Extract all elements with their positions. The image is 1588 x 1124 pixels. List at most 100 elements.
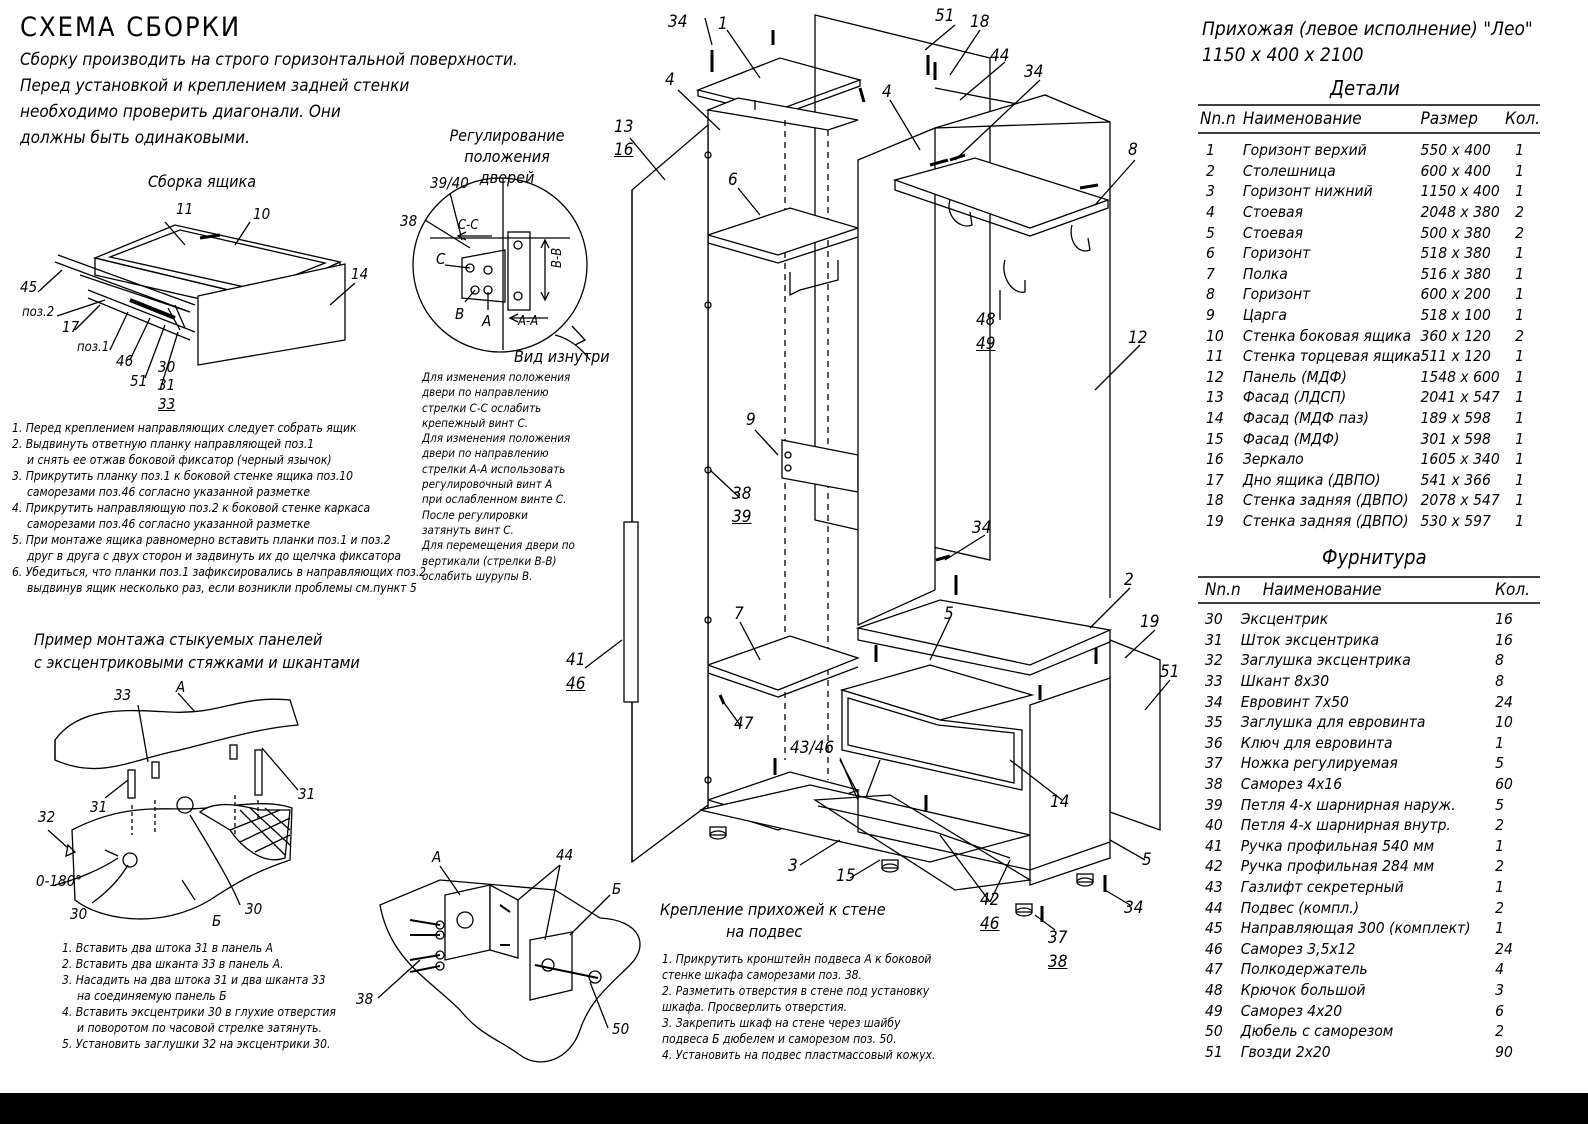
row-number-cell: 37 bbox=[1205, 754, 1223, 773]
row-number-cell: 36 bbox=[1205, 733, 1223, 752]
row-number-cell: 39 bbox=[1205, 795, 1223, 814]
row-name-cell: Дно ящика (ДВПО) bbox=[1242, 470, 1381, 489]
door-adjustment-title: Регулирование положения дверей bbox=[449, 126, 565, 187]
instruction-line: 4. Установить на подвес пластмассовый ко… bbox=[662, 1048, 936, 1062]
part-label-51: 51 bbox=[1160, 662, 1180, 682]
row-number-cell: 16 bbox=[1206, 450, 1224, 469]
part-label-6: 6 bbox=[728, 170, 738, 190]
row-qty-cell: 5 bbox=[1495, 795, 1505, 814]
label-32: 32 bbox=[38, 808, 56, 826]
part-label-3: 3 bbox=[788, 856, 798, 876]
row-number-cell: 5 bbox=[1206, 223, 1215, 242]
label-aa: А-А bbox=[518, 314, 539, 329]
intro-line: Сборку производить на строго горизонталь… bbox=[20, 50, 518, 70]
row-qty-cell: 1 bbox=[1515, 409, 1524, 428]
row-qty-cell: 1 bbox=[1495, 878, 1505, 897]
instruction-line: стрелки А-А использовать bbox=[422, 461, 566, 476]
instruction-line: затянуть винт С. bbox=[422, 522, 514, 537]
row-number-cell: 51 bbox=[1205, 1042, 1223, 1061]
label-33: 33 bbox=[158, 395, 176, 413]
instruction-line: 5. Установить заглушки 32 на эксцентрики… bbox=[62, 1037, 331, 1051]
row-size-cell: 1605 х 340 bbox=[1420, 450, 1500, 469]
row-name-cell: Горизонт bbox=[1242, 244, 1311, 263]
part-label-34: 34 bbox=[972, 518, 992, 538]
row-size-cell: 301 х 598 bbox=[1420, 429, 1491, 448]
row-number-cell: 47 bbox=[1205, 960, 1223, 979]
part-label-4: 4 bbox=[665, 70, 675, 90]
row-name-cell: Евровинт 7х50 bbox=[1240, 692, 1349, 711]
label-50: 50 bbox=[612, 1020, 630, 1038]
row-qty-cell: 1 bbox=[1515, 470, 1524, 489]
row-number-cell: 15 bbox=[1206, 429, 1224, 448]
instruction-line: стенке шкафа саморезами поз. 38. bbox=[662, 968, 862, 982]
row-qty-cell: 2 bbox=[1515, 223, 1524, 242]
row-qty-cell: 24 bbox=[1495, 692, 1513, 711]
instruction-line: двери по направлению bbox=[422, 446, 549, 461]
row-number-cell: 18 bbox=[1206, 491, 1224, 510]
row-size-cell: 189 х 598 bbox=[1420, 409, 1491, 428]
row-number-cell: 3 bbox=[1206, 182, 1215, 201]
label-a: А bbox=[482, 312, 492, 330]
row-name-cell: Ключ для евровинта bbox=[1240, 733, 1393, 752]
label-33: 33 bbox=[114, 686, 132, 704]
row-number-cell: 48 bbox=[1205, 980, 1223, 999]
row-number-cell: 6 bbox=[1206, 244, 1215, 263]
intro-line: должны быть одинаковыми. bbox=[20, 128, 250, 148]
part-label-14: 14 bbox=[1050, 792, 1070, 812]
row-name-cell: Заглушка эксцентрика bbox=[1240, 651, 1411, 670]
row-number-cell: 30 bbox=[1205, 610, 1223, 629]
instruction-line: стрелки С-С ослабить bbox=[422, 400, 542, 415]
instruction-line: 2. Разметить отверстия в стене под устан… bbox=[662, 984, 930, 998]
row-number-cell: 12 bbox=[1206, 367, 1224, 386]
row-qty-cell: 8 bbox=[1495, 651, 1505, 670]
instruction-line: 1. Вставить два штока 31 в панель А bbox=[62, 941, 274, 955]
part-label-41: 41 bbox=[566, 650, 586, 670]
instruction-line: 1. Перед креплением направляющих следует… bbox=[12, 421, 357, 435]
part-label-15: 15 bbox=[836, 866, 856, 886]
part-label-42: 42 bbox=[980, 890, 1000, 910]
eccentric-instructions: 1. Вставить два штока 31 в панель А 2. В… bbox=[62, 940, 336, 1052]
row-number-cell: 46 bbox=[1205, 939, 1223, 958]
label-angle: 0-180° bbox=[36, 872, 82, 890]
instruction-line: саморезами поз.46 согласно указанной раз… bbox=[27, 517, 310, 531]
instruction-line: 5. При монтаже ящика равномерно вставить… bbox=[12, 533, 391, 547]
eccentric-joint-drawing bbox=[47, 692, 299, 920]
label-30: 30 bbox=[245, 900, 263, 918]
row-number-cell: 2 bbox=[1206, 161, 1215, 180]
row-name-cell: Фасад (МДФ паз) bbox=[1242, 409, 1370, 428]
row-name-cell: Петля 4-х шарнирная внутр. bbox=[1240, 816, 1451, 835]
row-qty-cell: 5 bbox=[1495, 754, 1505, 773]
instruction-line: 3. Насадить на два штока 31 и два шканта… bbox=[62, 973, 326, 987]
row-name-cell: Крючок большой bbox=[1240, 980, 1366, 999]
row-number-cell: 49 bbox=[1205, 1001, 1223, 1020]
door-instructions: Для изменения положения двери по направл… bbox=[422, 370, 575, 584]
part-label-46: 46 bbox=[566, 674, 586, 694]
table-header-row: Nn.n Наименование Кол. bbox=[1205, 577, 1530, 603]
row-size-cell: 1150 х 400 bbox=[1420, 182, 1500, 201]
header-cell: Наименование bbox=[1262, 580, 1382, 600]
part-label-19: 19 bbox=[1140, 612, 1160, 632]
row-name-cell: Фасад (ЛДСП) bbox=[1242, 388, 1347, 407]
instruction-line: Для изменения положения bbox=[422, 370, 571, 384]
header-cell: Размер bbox=[1420, 109, 1478, 129]
part-label-18: 18 bbox=[970, 12, 990, 32]
instruction-line: друг в друга с двух сторон и задвинуть и… bbox=[27, 549, 402, 563]
part-label-43-46: 43/46 bbox=[790, 738, 835, 758]
row-qty-cell: 60 bbox=[1495, 775, 1513, 794]
drawer-assembly-title: Сборка ящика bbox=[148, 172, 257, 191]
